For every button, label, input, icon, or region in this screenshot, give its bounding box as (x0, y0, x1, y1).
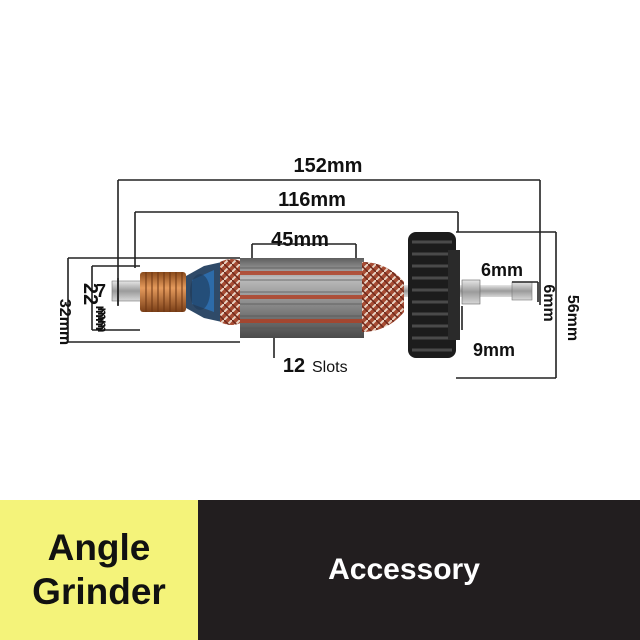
commutator (140, 272, 186, 312)
cooling-fan (408, 232, 460, 358)
svg-text:12: 12 (283, 355, 305, 377)
left-end-turns (220, 259, 242, 325)
core-diameter-label: 32mm (56, 299, 73, 345)
shaft-right-end (511, 281, 533, 301)
svg-text:Slots: Slots (312, 359, 348, 376)
svg-text:7: 7 (96, 281, 106, 301)
shaft-right-length-label: 6mm (481, 260, 523, 280)
core-to-fan-label: 116mm (278, 189, 346, 211)
product-type-line-1: Angle (47, 527, 151, 568)
category-label: Accessory (328, 553, 480, 586)
total-length-label: 152mm (294, 155, 363, 177)
category-panel: Accessory (198, 500, 640, 640)
lamination-stack (240, 258, 364, 338)
slots-label: 12 Slots (283, 355, 348, 377)
shaft-left-end (111, 280, 143, 302)
stack-length-label: 45mm (271, 229, 329, 251)
dimension-lines (67, 179, 557, 379)
svg-text:mm: mm (95, 308, 111, 333)
svg-text:22: 22 (79, 283, 101, 305)
shaft-right-diameter-label: 6mm (540, 284, 557, 321)
commutator-diameter-label: 22 mm (79, 283, 109, 331)
product-illustration: 152mm 116mm 45mm 32mm 22 mm 7 mm 56mm 6m… (56, 155, 581, 379)
fan-diameter-label: 56mm (564, 295, 581, 341)
right-end-turns (362, 262, 404, 332)
armature-diagram: 152mm 116mm 45mm 32mm 22 mm 7 mm 56mm 6m… (56, 155, 581, 379)
bearing-collar (461, 279, 481, 305)
armature (111, 232, 533, 358)
bottom-banner: Angle Grinder Accessory (0, 500, 640, 640)
product-type-line-2: Grinder (32, 571, 166, 612)
bearing-seat-label: 9mm (473, 340, 515, 360)
product-type-panel: Angle Grinder (0, 500, 198, 640)
shaft-left-diameter-label: 7 mm (95, 281, 111, 332)
svg-text:mm: mm (93, 306, 109, 331)
